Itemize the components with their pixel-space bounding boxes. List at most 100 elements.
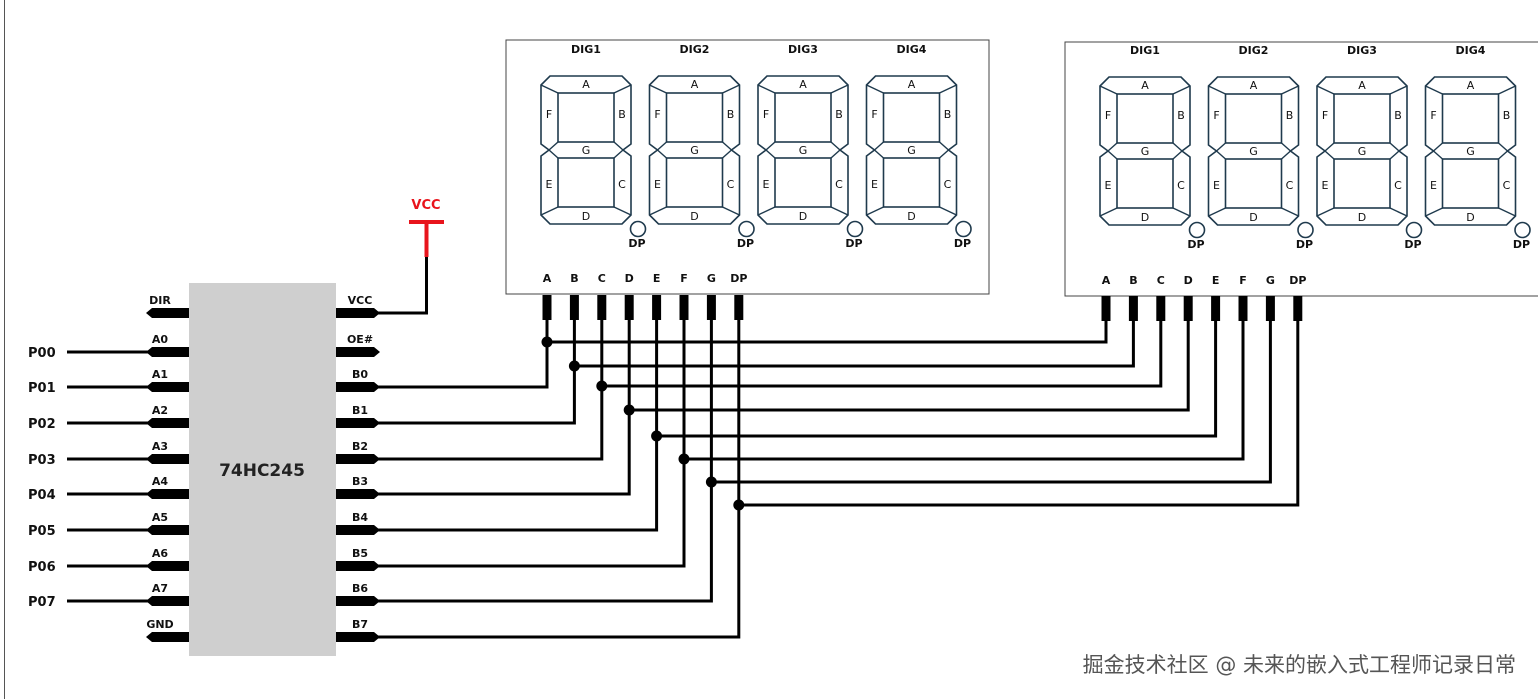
segment-divider	[1425, 207, 1443, 217]
bus-wire-b2	[378, 319, 604, 461]
bus-wire-b3	[378, 319, 631, 496]
segment-f: F	[1213, 109, 1219, 122]
segment-divider	[1172, 150, 1183, 160]
digit-upper-window	[1116, 93, 1174, 144]
segment-e: E	[1105, 179, 1112, 192]
module1-pin-stub-b	[569, 295, 579, 320]
junction-dot-4	[651, 430, 663, 442]
segment-divider	[1281, 150, 1291, 160]
digit-label: DIG4	[897, 43, 927, 56]
module2-pin-stub-e	[1211, 296, 1221, 321]
chip-pin-a0	[146, 347, 189, 357]
segment-dp-dot	[1514, 221, 1531, 239]
digit-outline	[540, 75, 632, 225]
segment-divider	[1208, 85, 1226, 95]
digit-outline	[1207, 76, 1300, 226]
segment-b: B	[944, 108, 952, 121]
segment-c: C	[1177, 179, 1185, 192]
segment-divider	[874, 149, 884, 159]
junction-dot-6	[705, 476, 717, 488]
digit-upper-window	[882, 92, 941, 143]
segment-divider	[1172, 142, 1183, 152]
vcc-label: VCC	[411, 198, 440, 213]
digit-upper-window	[1333, 93, 1391, 144]
vcc-wire	[378, 257, 428, 315]
segment-divider	[830, 141, 841, 151]
display-module-2	[1064, 41, 1538, 297]
segment-divider	[1172, 85, 1191, 95]
segment-dp-label: DP	[1513, 238, 1530, 251]
module2-pin-label-dp: DP	[1289, 274, 1306, 287]
segment-g: G	[1358, 145, 1367, 158]
module2-pin-stub-b	[1128, 296, 1138, 321]
segment-divider	[540, 84, 559, 94]
bus-wire-b7	[378, 319, 741, 639]
port-label-p05: P05	[28, 524, 56, 539]
digit-label: DIG2	[1239, 44, 1269, 57]
segment-divider	[939, 84, 957, 94]
digit-lower-window	[774, 157, 832, 208]
segment-a: A	[799, 78, 807, 91]
segment-divider	[1498, 85, 1516, 95]
module1-pin-stub-c	[597, 295, 607, 320]
wiring	[378, 257, 1300, 639]
segment-c: C	[835, 178, 843, 191]
junction-dot-3	[623, 404, 635, 416]
digit-lower-window	[882, 157, 941, 208]
module1-pin-stub-f	[679, 295, 689, 320]
chip-pin-dir	[146, 308, 189, 318]
segment-divider	[1316, 85, 1335, 95]
segment-d: D	[1249, 211, 1257, 224]
chip-pin-b3	[336, 489, 380, 499]
chip-pin-label-a2: A2	[152, 404, 168, 417]
segment-divider	[1433, 150, 1443, 160]
segment-b: B	[1503, 109, 1511, 122]
segment-divider	[1208, 207, 1226, 217]
segment-a: A	[1141, 79, 1149, 92]
module1-pin-label-d: D	[625, 272, 634, 285]
segment-f: F	[1430, 109, 1436, 122]
segment-e: E	[654, 178, 661, 191]
segment-dp-label: DP	[845, 237, 862, 250]
module1-pin-stub-dp	[734, 295, 744, 320]
segment-dp-dot	[738, 220, 755, 238]
chip-pin-b1	[336, 418, 380, 428]
segment-divider	[830, 206, 849, 216]
digit-label: DIG2	[680, 43, 710, 56]
chip-pin-label-dir: DIR	[149, 294, 171, 307]
digit-outline	[865, 75, 958, 225]
segment-divider	[1389, 150, 1400, 160]
port-label-p06: P06	[28, 560, 56, 575]
chip-pin-b2	[336, 454, 380, 464]
digit-label: DIG3	[788, 43, 818, 56]
segment-divider	[613, 84, 632, 94]
chip-pin-label-b3: B3	[352, 475, 368, 488]
segment-divider	[939, 206, 957, 216]
segment-divider	[1324, 150, 1335, 160]
segment-d: D	[799, 210, 807, 223]
segment-f: F	[763, 108, 769, 121]
module1-pin-label-f: F	[680, 272, 688, 285]
segment-divider	[830, 149, 841, 159]
digit-lower-window	[1116, 158, 1174, 209]
segment-divider	[1498, 142, 1508, 152]
module2-pin-stub-dp	[1293, 296, 1303, 321]
digit-label: DIG4	[1456, 44, 1486, 57]
bridge-wire-0	[547, 319, 1108, 344]
segment-divider	[757, 206, 776, 216]
segment-divider	[939, 149, 949, 159]
segment-divider	[1324, 142, 1335, 152]
segment-e: E	[763, 178, 770, 191]
segment-divider	[1216, 150, 1226, 160]
chip-pin-b6	[336, 596, 380, 606]
digit-upper-window	[1441, 93, 1500, 144]
segment-divider	[722, 84, 740, 94]
segment-c: C	[1503, 179, 1511, 192]
chip-pin-label-a3: A3	[152, 440, 168, 453]
segment-divider	[1281, 207, 1299, 217]
bus-wire-b6	[378, 319, 713, 603]
segment-b: B	[1177, 109, 1185, 122]
